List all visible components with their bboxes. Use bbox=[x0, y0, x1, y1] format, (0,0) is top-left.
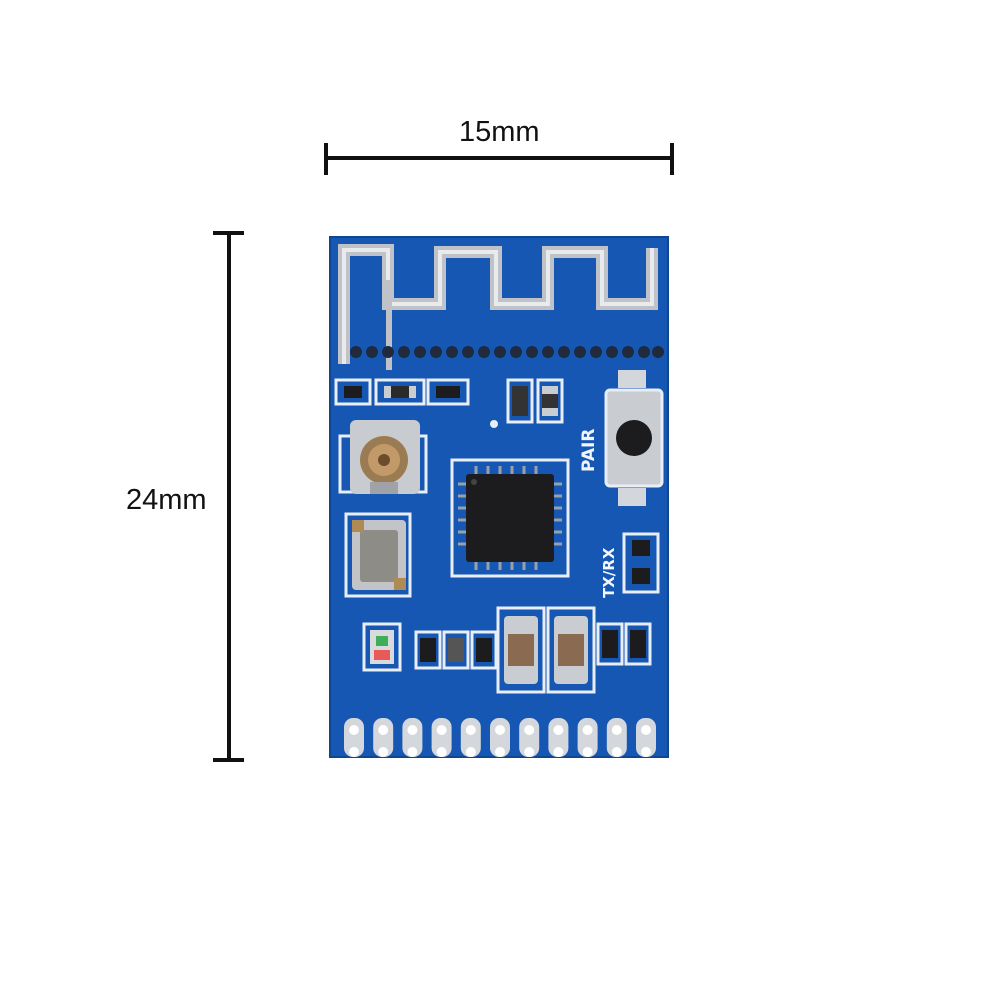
width-dimension-line bbox=[324, 143, 674, 175]
smd-components-top bbox=[334, 378, 564, 424]
main-chip-qfn bbox=[450, 458, 570, 578]
height-dimension-label: 24mm bbox=[126, 484, 207, 516]
status-led bbox=[362, 622, 402, 672]
smd-components-bottom bbox=[414, 606, 652, 694]
pcb-board: PAIR TX/RX bbox=[329, 236, 669, 758]
ufl-antenna-connector bbox=[338, 420, 428, 494]
height-dimension-line bbox=[213, 231, 244, 762]
castellated-pin bbox=[636, 718, 656, 757]
castellated-pin bbox=[373, 718, 394, 757]
pair-button bbox=[604, 370, 664, 506]
castellated-pin bbox=[606, 718, 627, 757]
castellated-pin bbox=[402, 718, 423, 757]
castellated-pin bbox=[490, 718, 510, 757]
txrx-silkscreen-label: TX/RX bbox=[600, 547, 618, 598]
castellated-pin-row bbox=[344, 718, 656, 757]
width-dimension-label: 15mm bbox=[459, 116, 540, 148]
castellated-pin bbox=[431, 718, 452, 757]
castellated-pin bbox=[519, 718, 540, 757]
castellated-pin bbox=[548, 718, 569, 757]
castellated-pin bbox=[344, 718, 364, 757]
castellated-pin bbox=[460, 718, 481, 757]
txrx-indicator-pads bbox=[622, 532, 660, 594]
fiducial-mark bbox=[490, 420, 498, 428]
pair-silkscreen-label: PAIR bbox=[579, 429, 599, 472]
via-row bbox=[350, 346, 664, 358]
castellated-pin bbox=[577, 718, 598, 757]
crystal-oscillator bbox=[344, 512, 412, 598]
